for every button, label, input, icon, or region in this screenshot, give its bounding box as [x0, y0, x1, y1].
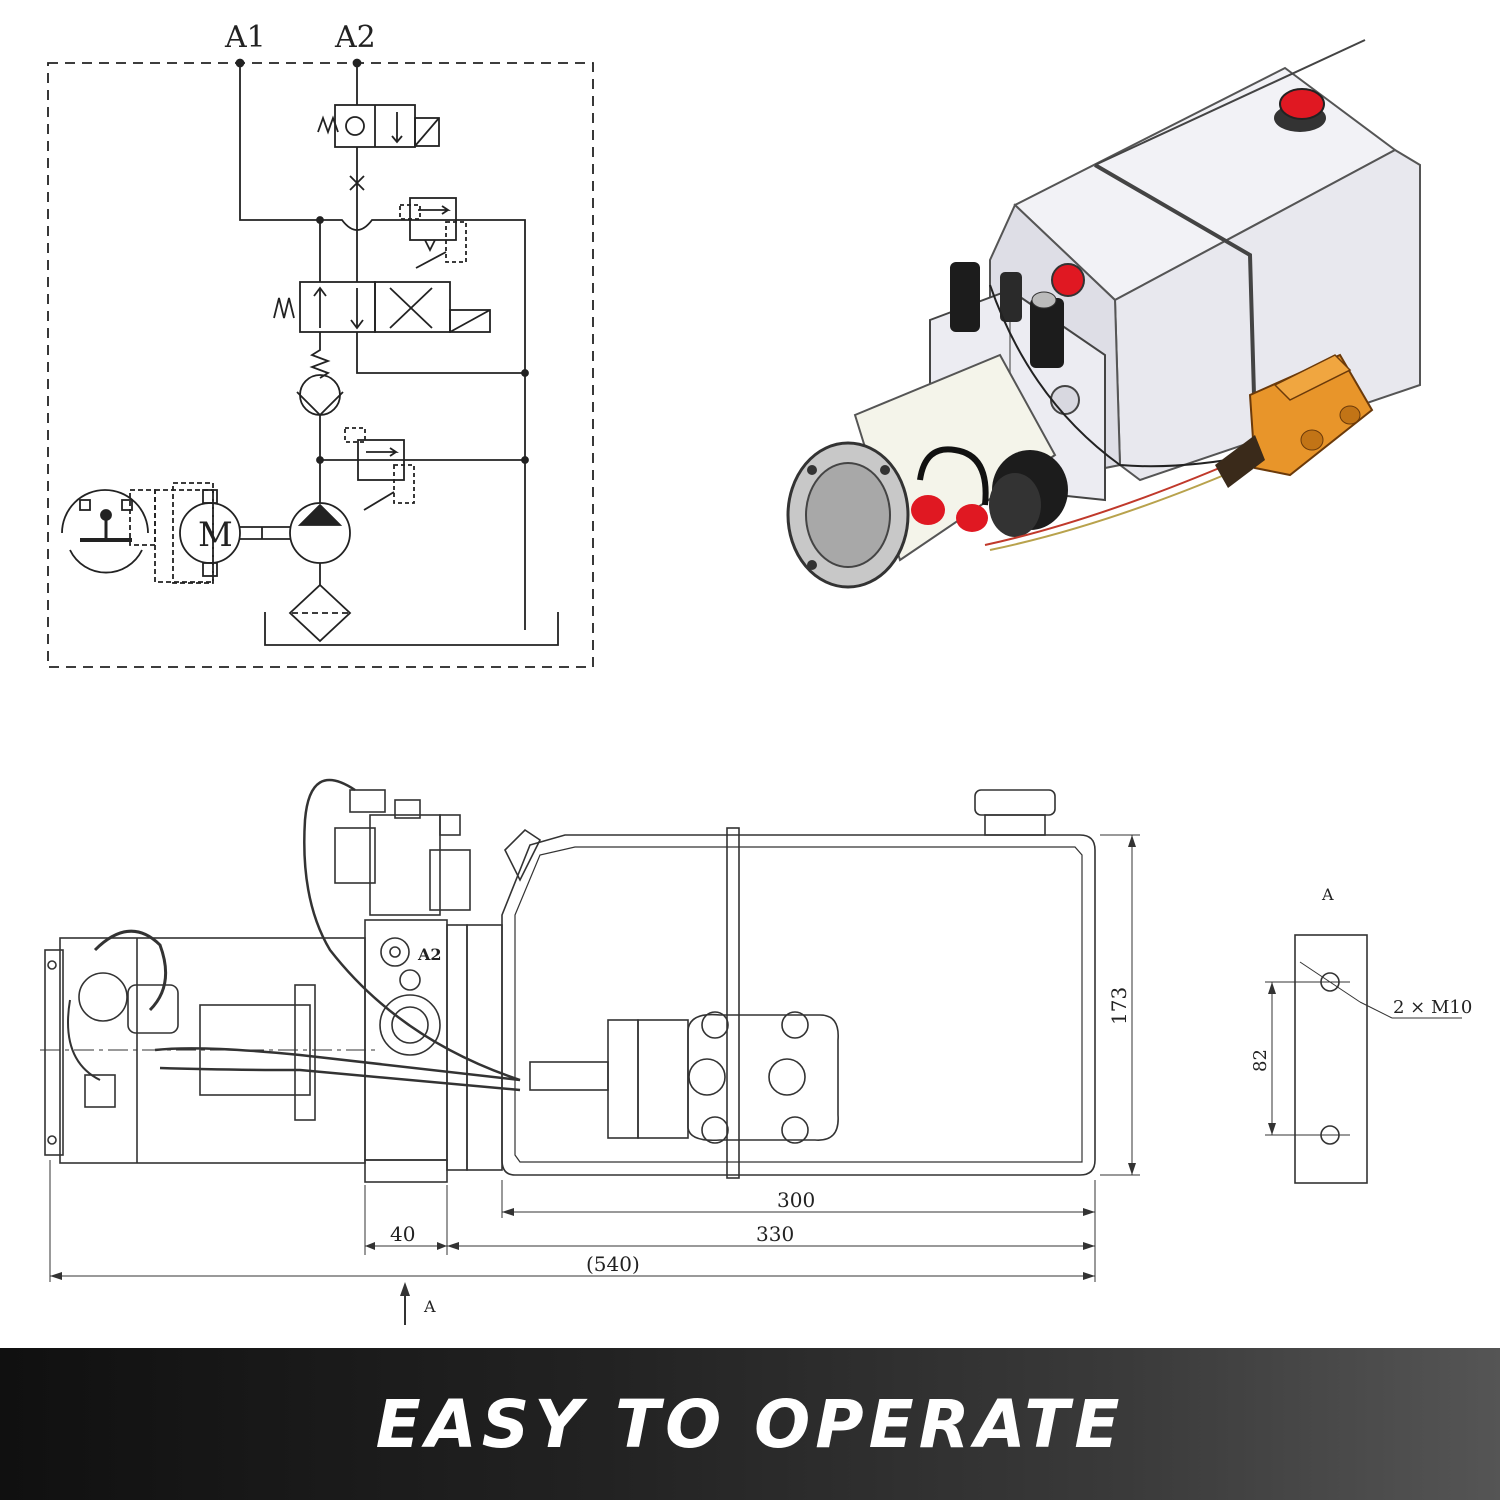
- mounting-view-labels: A 2 × M10 82: [1250, 885, 1472, 1072]
- hydraulic-schematic: A1 A2: [47, 20, 594, 668]
- dim-82-label: 82: [1250, 1049, 1271, 1072]
- port-a1-label: A1: [224, 20, 266, 55]
- filler-cap-icon: [1279, 88, 1325, 120]
- mount-view-title: A: [1321, 885, 1334, 904]
- mounting-plate: [1294, 934, 1368, 1184]
- power-unit-illustration: [786, 39, 1421, 589]
- feature-banner: EASY TO OPERATE: [0, 1348, 1500, 1500]
- drawing-dimensions: 300 330 40 (540) 173 A: [390, 987, 1131, 1316]
- dim-330-label: 330: [756, 1222, 794, 1246]
- dim-300-label: 300: [777, 1188, 815, 1212]
- page-canvas: A1 A2: [40, 20, 1472, 1325]
- filter-symbol: [288, 583, 352, 643]
- motor-label: M: [198, 515, 233, 555]
- drawing-port-label: A2: [417, 945, 442, 964]
- side-view-drawing: A2: [40, 778, 1140, 1325]
- mount-holes-label: 2 × M10: [1393, 997, 1472, 1018]
- view-arrow-label: A: [423, 1297, 436, 1316]
- relief-valve-top: [399, 197, 467, 269]
- port-a2-label: A2: [334, 20, 376, 55]
- dim-173-label: 173: [1107, 987, 1131, 1025]
- mounting-view: [1265, 934, 1462, 1184]
- orange-control-valve: [1215, 353, 1374, 488]
- schematic-boundary: [47, 62, 594, 668]
- banner-text: EASY TO OPERATE: [375, 1385, 1125, 1463]
- dim-40-label: 40: [390, 1222, 415, 1246]
- relief-valve-lower: [344, 427, 415, 511]
- dim-540-label: (540): [586, 1252, 640, 1276]
- pump-symbol: [289, 502, 351, 564]
- directional-valve: [273, 281, 491, 333]
- motor-symbol: [154, 482, 241, 584]
- check-solenoid-valve: [317, 104, 440, 148]
- check-valve: [296, 374, 344, 417]
- start-switch-symbol: [61, 489, 156, 574]
- tank-symbol: [264, 612, 559, 646]
